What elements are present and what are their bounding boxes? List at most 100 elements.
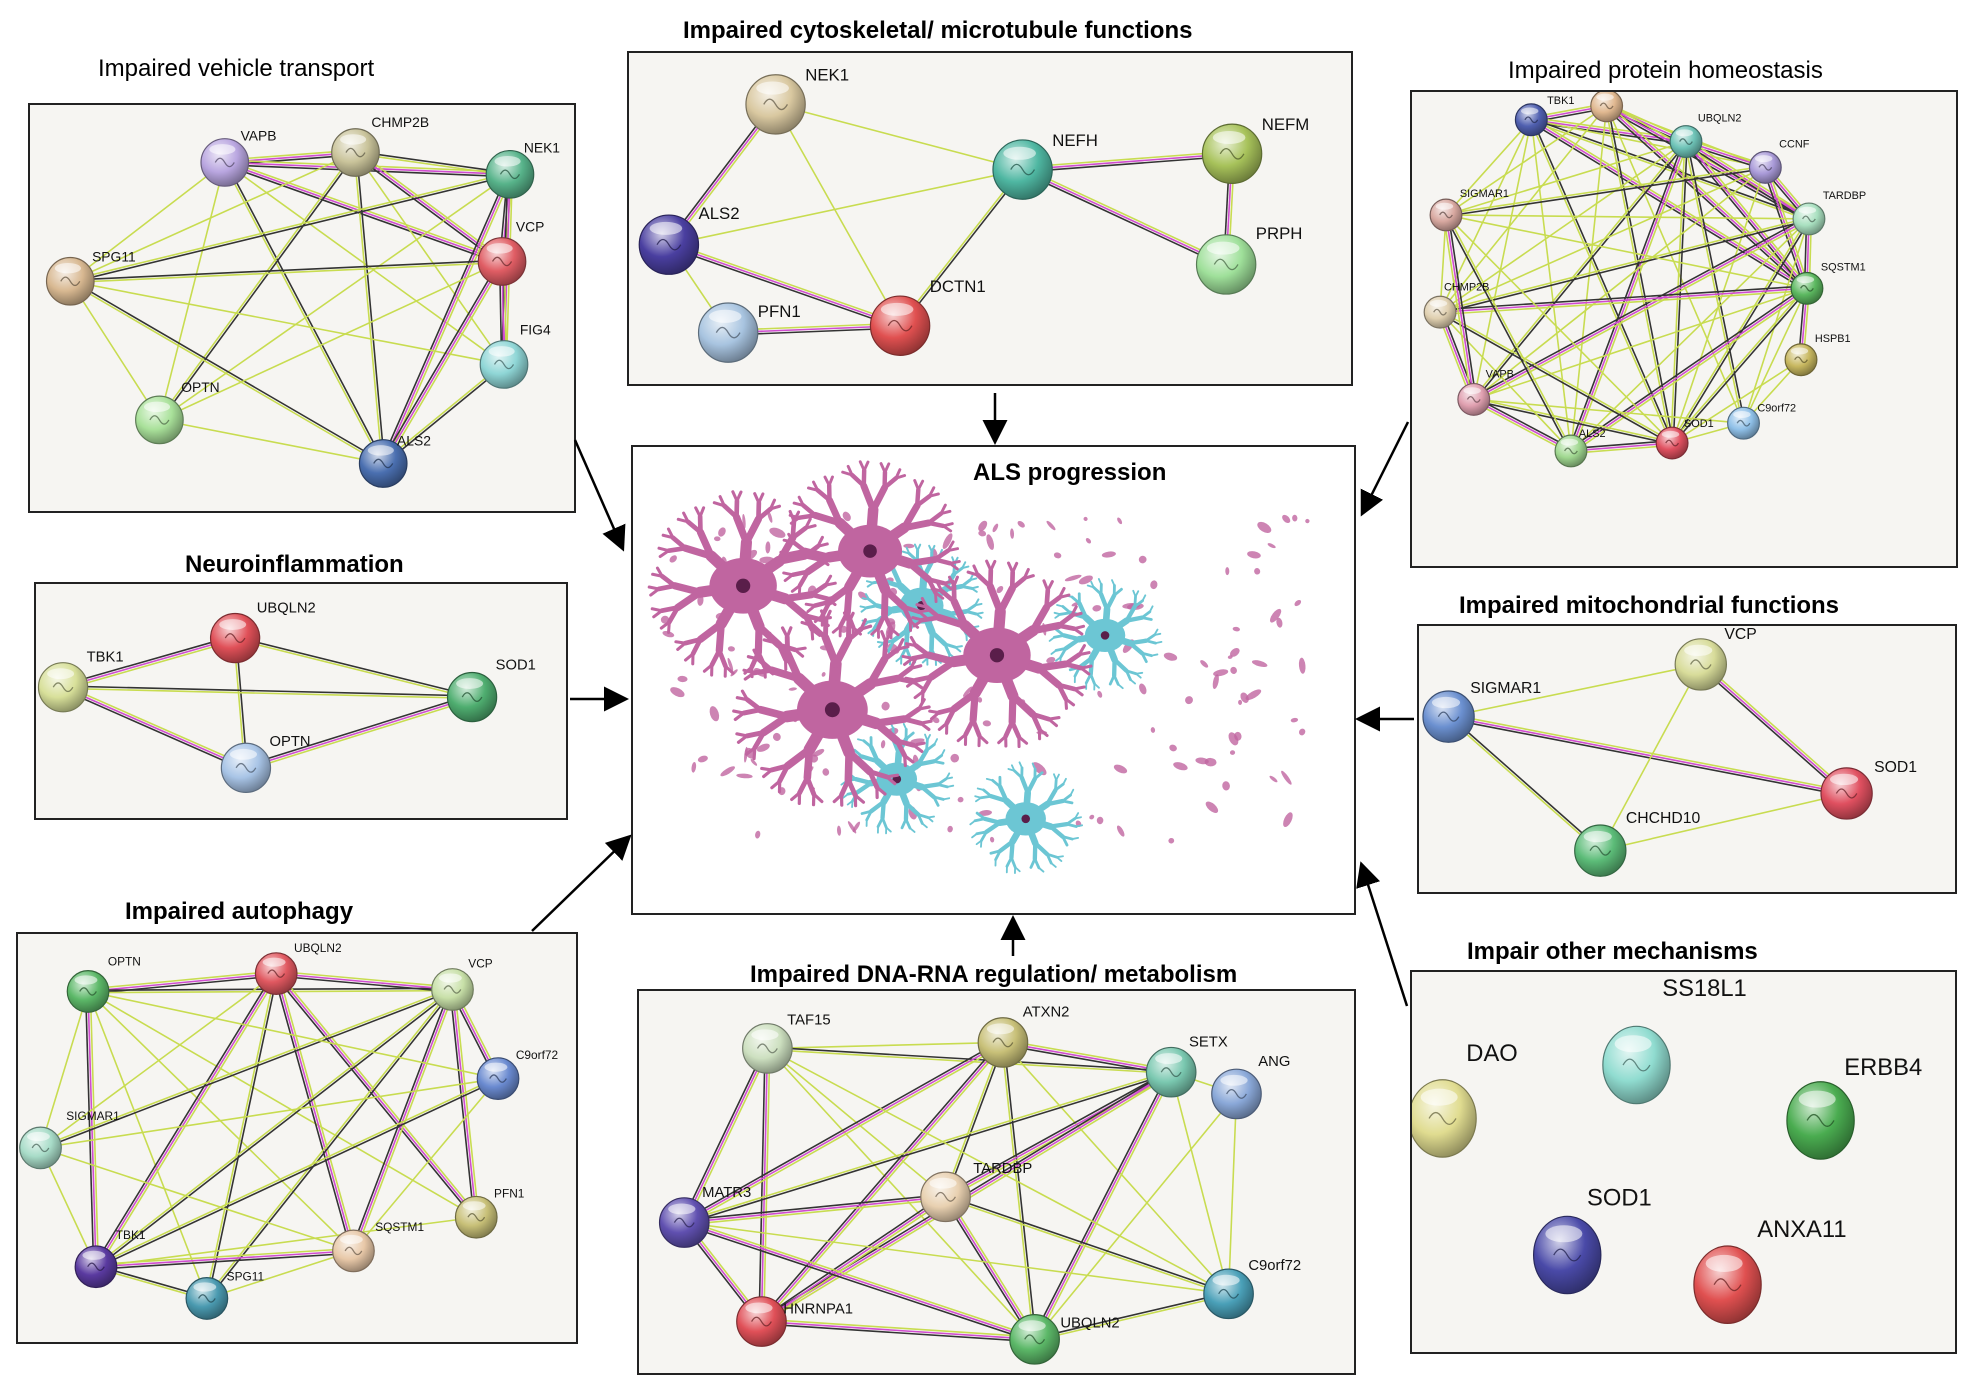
panel-title-neuroinf: Neuroinflammation — [185, 551, 404, 578]
protein-node[interactable]: SOD1 — [1532, 1185, 1652, 1295]
protein-node[interactable]: TARDBP — [1792, 190, 1866, 236]
protein-node[interactable]: SQSTM1 — [332, 1220, 425, 1273]
edge-line — [1570, 442, 1673, 452]
protein-node[interactable]: SQSTM1 — [1790, 261, 1866, 305]
protein-structure-icon — [1713, 1278, 1742, 1292]
edge-line — [684, 1219, 1036, 1338]
protein-structure-icon — [1835, 788, 1858, 799]
node-highlight — [1206, 241, 1240, 255]
protein-node[interactable]: DAO — [1412, 1040, 1518, 1158]
protein-node[interactable]: NEK1 — [485, 140, 560, 199]
protein-node[interactable]: PFN1 — [454, 1186, 525, 1239]
edge-line — [40, 1147, 354, 1252]
node-highlight — [1429, 299, 1448, 307]
edge-line — [898, 168, 1023, 326]
protein-node[interactable]: UBQLN2 — [1009, 1314, 1120, 1365]
protein-node[interactable]: HSPB1 — [1784, 333, 1851, 377]
protein-node[interactable]: TBK1 — [1514, 95, 1574, 137]
protein-node[interactable]: VAPB — [1457, 369, 1514, 416]
protein-node[interactable]: DCTN1 — [869, 277, 986, 356]
protein-node[interactable]: ANG — [1211, 1054, 1291, 1120]
protein-node[interactable]: ALS2 — [1554, 428, 1606, 468]
edge-line — [1473, 397, 1673, 443]
protein-node-label: HSPB1 — [1815, 333, 1851, 345]
protein-node[interactable]: ALS2 — [638, 204, 740, 275]
protein-node[interactable]: SOD1 — [446, 658, 536, 723]
protein-node[interactable]: C9orf72 — [1727, 402, 1796, 440]
protein-node[interactable]: CCNF — [1748, 139, 1810, 184]
protein-structure-icon — [1794, 356, 1808, 364]
edge-line — [204, 973, 276, 1299]
protein-node[interactable]: NEK1 — [745, 66, 849, 135]
edge-line — [277, 971, 479, 1217]
protein-node[interactable]: SIGMAR1 — [1429, 188, 1509, 232]
protein-node[interactable]: SOD1 — [1655, 418, 1714, 460]
protein-node[interactable]: ATXN2 — [977, 1005, 1069, 1068]
protein-node[interactable]: CHMP2B — [331, 114, 429, 177]
protein-node[interactable]: C9orf72 — [476, 1048, 558, 1100]
edge-line — [943, 1041, 1003, 1197]
edge-line — [1448, 663, 1701, 718]
protein-node[interactable]: MATR3 — [658, 1185, 752, 1248]
edge-line — [1742, 288, 1808, 424]
protein-node[interactable]: NEFH — [992, 131, 1098, 200]
protein-node[interactable]: OPTN — [220, 734, 310, 794]
protein-node[interactable]: VCP — [431, 957, 493, 1011]
protein-node[interactable]: SPG11 — [45, 248, 136, 306]
protein-node[interactable]: C9orf72 — [1203, 1258, 1301, 1320]
protein-node[interactable]: SS18L1 — [1602, 975, 1747, 1105]
protein-node[interactable]: ALS2 — [358, 433, 431, 488]
edge-line — [70, 280, 505, 366]
protein-node[interactable]: SIGMAR1 — [1422, 680, 1541, 743]
protein-node[interactable]: VAPB — [200, 128, 277, 187]
protein-node[interactable]: PRPH — [1195, 224, 1303, 295]
protein-node[interactable]: CHMP2B — [1423, 281, 1489, 329]
protein-structure-icon — [467, 1212, 486, 1222]
protein-node[interactable]: HNRNPA1 — [736, 1296, 853, 1347]
protein-node-label: SOD1 — [496, 658, 536, 674]
protein-node-label: TBK1 — [87, 650, 124, 666]
protein-node[interactable]: TARDBP — [920, 1161, 1033, 1223]
edge-line — [275, 975, 453, 993]
node-highlight — [54, 262, 81, 274]
protein-node[interactable]: TBK1 — [74, 1228, 146, 1289]
edge-line — [356, 149, 504, 261]
edge-line — [1529, 119, 1672, 444]
protein-node[interactable]: SOD1 — [1820, 759, 1917, 820]
protein-node[interactable]: TAF15 — [742, 1013, 831, 1074]
edge-line — [1570, 439, 1672, 450]
protein-node[interactable]: OPTN — [135, 379, 220, 445]
protein-node[interactable]: CHCHD10 — [1574, 810, 1701, 877]
edge-line — [1684, 141, 1744, 424]
edge-line — [1472, 140, 1686, 400]
protein-node[interactable]: VCP — [1674, 626, 1757, 691]
protein-node[interactable]: ANXA11 — [1693, 1216, 1847, 1324]
protein-node[interactable]: UBQLN2 — [209, 601, 316, 664]
edge-line — [1570, 105, 1608, 452]
protein-node[interactable]: VCP — [477, 219, 544, 286]
node-highlight — [1435, 202, 1454, 210]
protein-node[interactable]: SPG11 — [185, 1270, 264, 1320]
edges — [1447, 662, 1849, 853]
edge-line — [1003, 1039, 1172, 1071]
protein-node[interactable]: NEFM — [1201, 115, 1309, 185]
protein-node-label: SIGMAR1 — [66, 1109, 120, 1123]
edge-line — [1531, 118, 1674, 443]
protein-node[interactable]: PFN1 — [697, 302, 801, 363]
protein-node[interactable]: OPTN — [66, 955, 141, 1013]
protein-node[interactable]: SETX — [1145, 1034, 1228, 1098]
protein-node[interactable]: TBK1 — [37, 650, 124, 713]
protein-node[interactable]: ERBB4 — [1786, 1054, 1922, 1160]
edges — [39, 970, 501, 1301]
protein-node[interactable]: UBQLN2 — [1669, 113, 1741, 159]
edge-line — [275, 973, 355, 1252]
protein-node[interactable]: FIG4 — [479, 322, 551, 389]
edge-line — [158, 162, 226, 421]
protein-node[interactable]: UBQLN2 — [254, 941, 342, 996]
protein-node[interactable]: FUS — [1590, 92, 1643, 123]
panel-title-other: Impair other mechanisms — [1467, 938, 1758, 965]
protein-node[interactable]: SIGMAR1 — [19, 1109, 120, 1170]
edge-line — [451, 989, 478, 1218]
edge-line — [767, 1041, 1003, 1050]
